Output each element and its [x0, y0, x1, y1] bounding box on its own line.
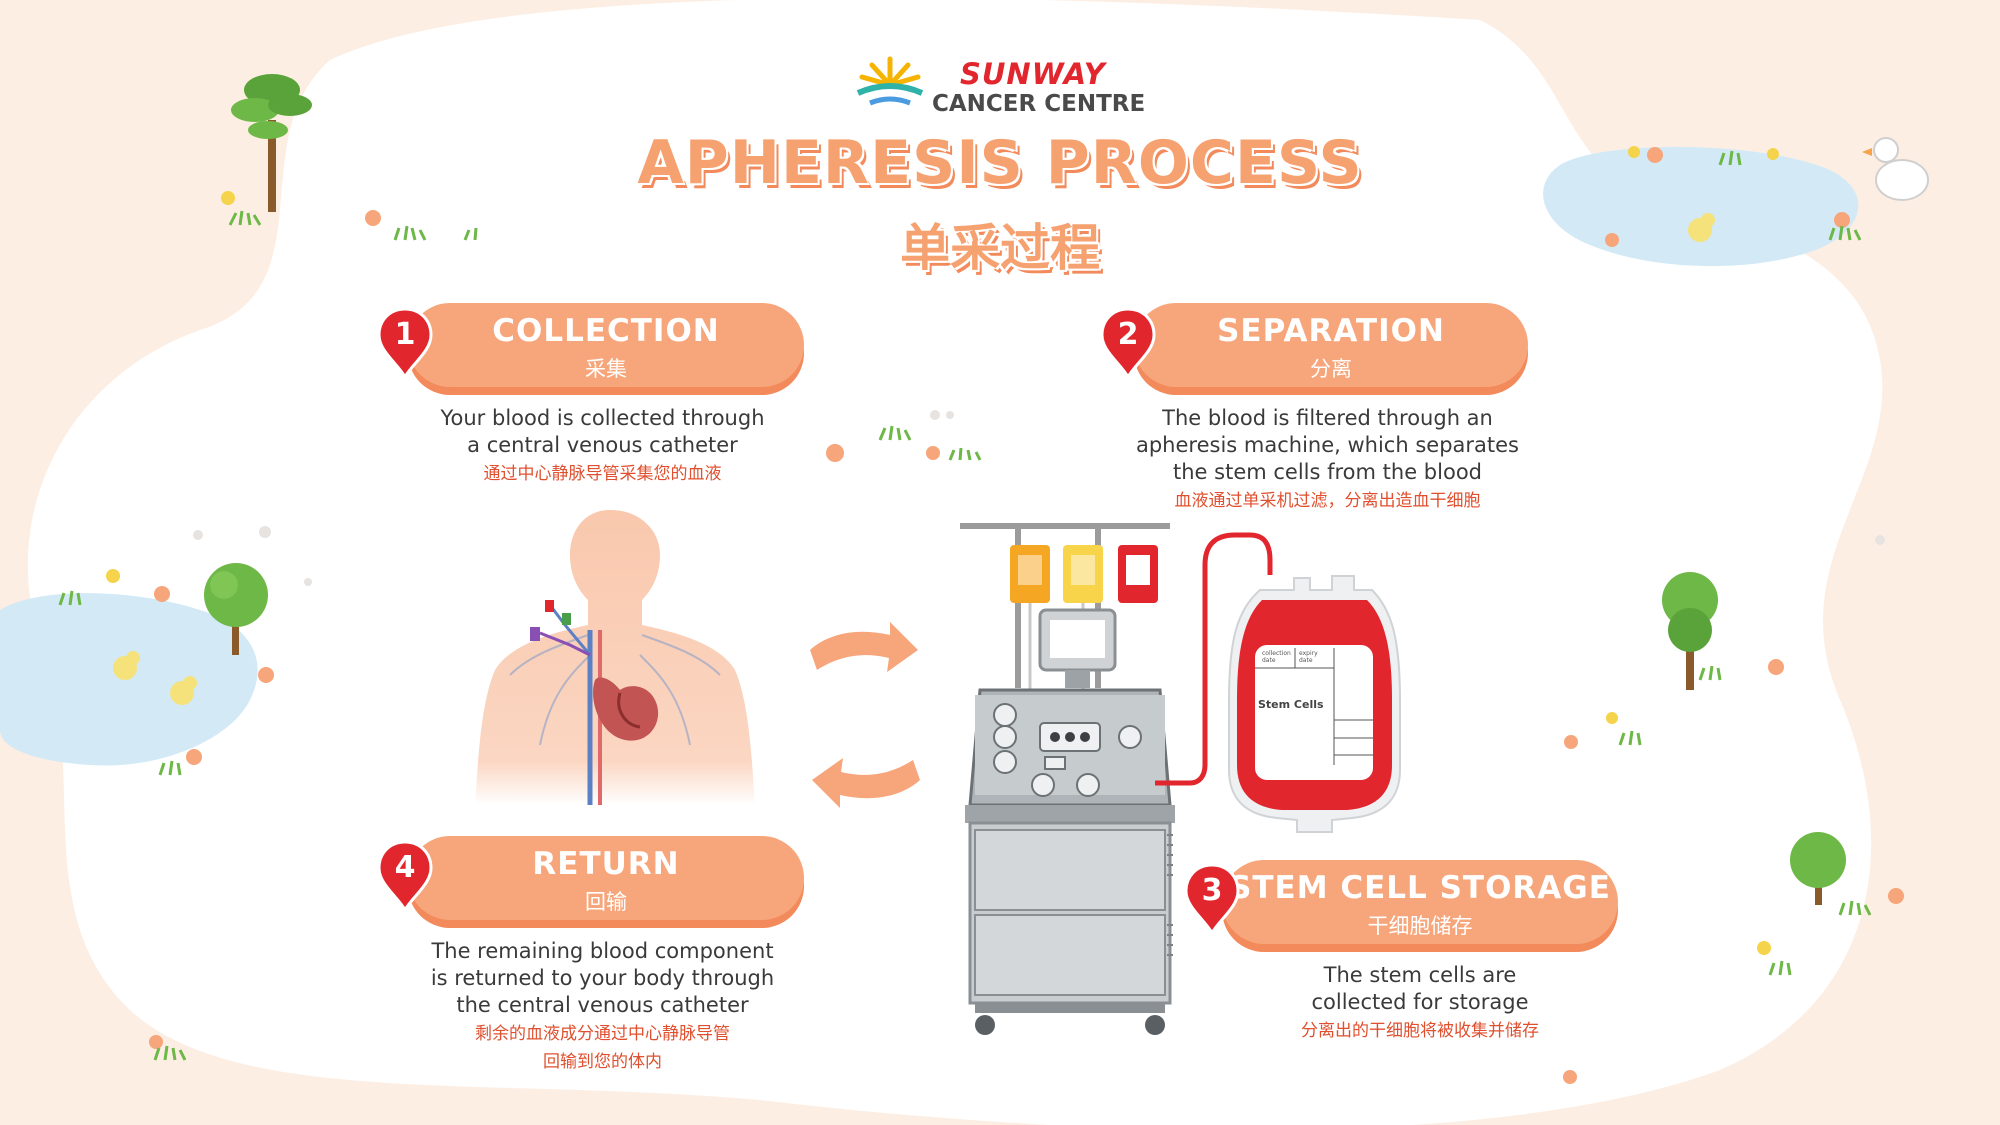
sunway-logo: SUNWAY CANCER CENTRE: [850, 55, 1150, 125]
tubing: [1155, 532, 1273, 786]
sun-logo-icon: [856, 56, 924, 106]
step-title: STEM CELL STORAGE: [1229, 870, 1611, 906]
description-chinese: 通过中心静脉导管采集您的血液: [483, 464, 722, 484]
step-number: 2: [1117, 317, 1139, 352]
description-line: The blood is filtered through an: [1162, 406, 1493, 430]
step-title: COLLECTION: [492, 313, 720, 349]
apheresis-machine: [960, 523, 1175, 1035]
step-number-pin: 2: [1098, 307, 1158, 387]
step-collection-banner: COLLECTION 采集: [408, 303, 804, 387]
tree-top-left: [231, 74, 312, 212]
step-separation-description: The blood is filtered through an apheres…: [1115, 405, 1540, 514]
pond-right: [1543, 146, 1859, 267]
description-chinese: 分离出的干细胞将被收集并储存: [1301, 1021, 1539, 1041]
catheter-lines: [530, 600, 592, 657]
step-title-chinese: 回输: [585, 890, 627, 914]
step-title-chinese: 分离: [1310, 357, 1352, 381]
step-title: SEPARATION: [1217, 313, 1445, 349]
bag-label: Stem Cells: [1258, 698, 1324, 711]
brand-subtitle: CANCER CENTRE: [932, 91, 1146, 117]
step-number-pin: 4: [375, 840, 435, 920]
bag-field-collection-date: collection date: [1262, 650, 1291, 664]
map-pin-icon: [377, 840, 433, 914]
bag-field-expiry-date: expiry date: [1299, 650, 1318, 664]
step-separation-banner: SEPARATION 分离: [1134, 303, 1528, 387]
description-line: the stem cells from the blood: [1173, 460, 1482, 484]
stem-cell-blood-bag: collection date expiry date Stem Cells: [1222, 570, 1407, 840]
map-pin-icon: [1100, 307, 1156, 381]
brand-name: SUNWAY: [960, 57, 1106, 91]
step-storage-description: The stem cells are collected for storage…: [1215, 962, 1625, 1044]
step-storage-banner: STEM CELL STORAGE 干细胞储存: [1222, 860, 1618, 944]
map-pin-icon: [1184, 863, 1240, 937]
patient-torso-illustration: [475, 510, 755, 805]
step-number: 4: [394, 850, 416, 885]
step-title: RETURN: [532, 846, 680, 882]
description-line: collected for storage: [1311, 990, 1529, 1014]
arrow-right-icon: [810, 622, 918, 672]
step-return-description: The remaining blood component is returne…: [400, 938, 805, 1075]
map-pin-icon: [377, 307, 433, 381]
tree-right: [1662, 572, 1718, 690]
tree-bottom-right: [1790, 832, 1846, 905]
step-return-banner: RETURN 回输: [408, 836, 804, 920]
tree-left: [204, 563, 268, 655]
description-line: apheresis machine, which separates: [1135, 433, 1519, 457]
duck: [1862, 137, 1929, 201]
description-chinese: 剩余的血液成分通过中心静脉导管: [475, 1024, 730, 1044]
description-line: The remaining blood component: [431, 939, 774, 963]
arrow-left-icon: [812, 758, 920, 808]
description-line: the central venous catheter: [456, 993, 749, 1017]
step-number-pin: 3: [1182, 863, 1242, 943]
description-line: Your blood is collected through: [440, 406, 765, 430]
description-chinese: 回输到您的体内: [543, 1052, 662, 1072]
cycle-arrows: [810, 622, 920, 808]
step-number: 1: [394, 317, 416, 352]
description-line: is returned to your body through: [430, 966, 775, 990]
step-number-pin: 1: [375, 307, 435, 387]
step-number: 3: [1201, 873, 1223, 908]
description-line: The stem cells are: [1323, 963, 1517, 987]
step-collection-description: Your blood is collected through a centra…: [400, 405, 805, 487]
page-title: APHERESIS PROCESS: [637, 128, 1363, 198]
step-title-chinese: 干细胞储存: [1367, 914, 1473, 938]
page-title-chinese: 单采过程: [900, 219, 1100, 277]
step-title-chinese: 采集: [585, 357, 627, 381]
description-line: a central venous catheter: [467, 433, 738, 457]
description-chinese: 血液通过单采机过滤，分离出造血干细胞: [1174, 491, 1481, 511]
